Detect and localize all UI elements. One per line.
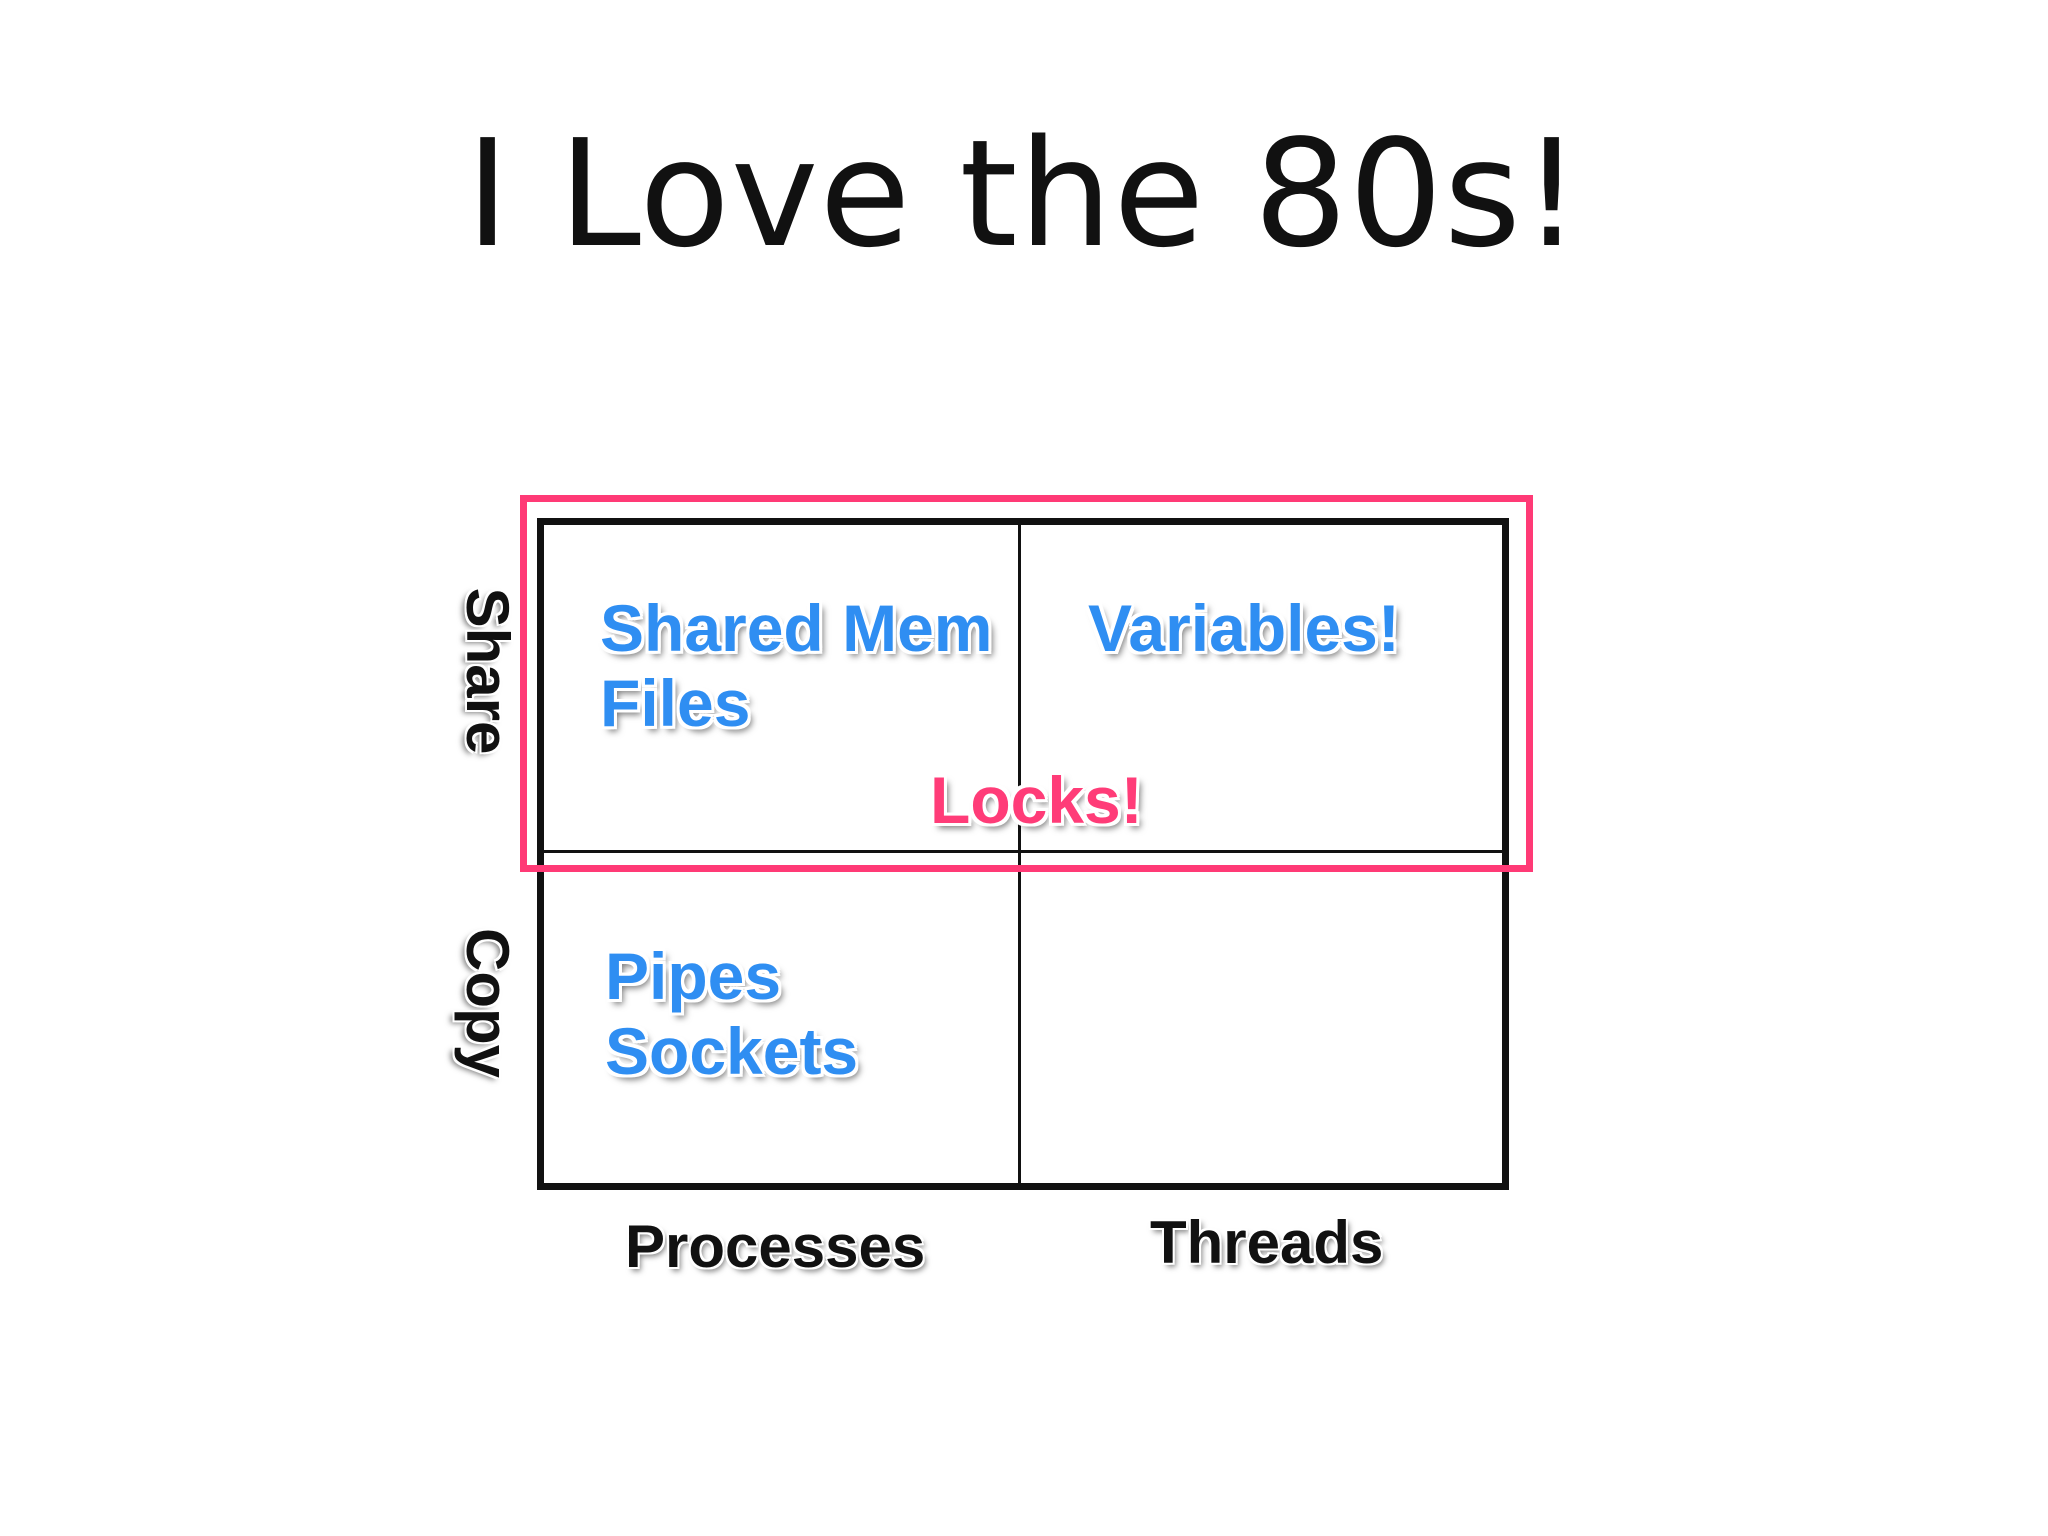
cell-share-threads-item: Variables! [1088,591,1400,665]
cell-share-processes-item: Files [600,666,751,740]
cell-copy-processes-item: Sockets [605,1014,859,1088]
cell-copy-processes-item: Pipes [605,939,782,1013]
grid-vertical-divider [1018,525,1021,1183]
quadrant-grid [537,518,1509,1190]
slide-title: I Love the 80s! [465,108,1583,280]
locks-label: Locks! [930,763,1143,837]
cell-share-processes-item: Shared Mem [600,591,993,665]
column-label-threads: Threads [1150,1209,1384,1276]
share-row-highlight [520,495,1533,872]
row-label-share: Share [454,587,521,755]
grid-horizontal-divider [544,850,1502,853]
column-label-processes: Processes [625,1213,926,1280]
row-label-copy: Copy [454,928,521,1078]
